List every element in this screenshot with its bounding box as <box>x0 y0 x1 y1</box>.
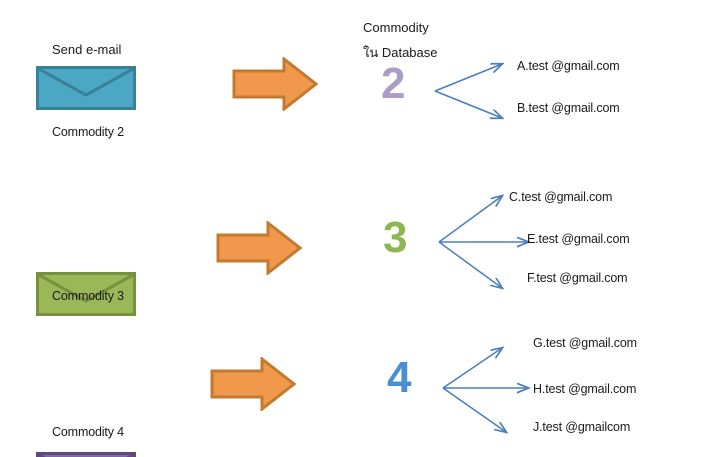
email-row-1-1: E.test @gmail.com <box>527 232 630 246</box>
fan-arrows-row-1 <box>436 190 546 300</box>
right-arrow-icon <box>210 355 297 413</box>
count-number-row-1: 3 <box>383 213 408 262</box>
commodity-database-header-line2: ใน Database <box>363 45 438 60</box>
envelope-label-row-2: Commodity 4 <box>52 425 124 439</box>
envelope-icon-row-0 <box>36 66 136 110</box>
fan-arrows-row-0 <box>432 58 512 129</box>
count-number-row-2: 4 <box>387 353 412 402</box>
envelope-flap-svg <box>39 275 133 303</box>
envelope-flap-row-1 <box>39 275 133 313</box>
envelope-icon-row-2 <box>36 452 136 457</box>
envelope-label-row-1: Commodity 3 <box>52 289 124 303</box>
email-row-0-1: B.test @gmail.com <box>517 101 620 115</box>
process-arrow-row-1 <box>216 219 303 280</box>
process-arrow-row-0 <box>232 55 319 116</box>
envelope-flap-svg <box>39 69 133 97</box>
fan-arrows-row-2 <box>440 342 550 442</box>
process-arrow-row-2 <box>210 355 297 416</box>
fan-arrows-svg <box>438 190 546 295</box>
email-row-2-1: H.test @gmail.com <box>533 382 637 396</box>
envelope-label-row-0: Commodity 2 <box>52 125 124 139</box>
email-row-1-0: C.test @gmail.com <box>509 190 613 204</box>
count-number-row-0: 2 <box>381 59 406 108</box>
email-row-2-0: G.test @gmail.com <box>533 336 637 350</box>
right-arrow-icon <box>216 219 303 277</box>
send-email-header: Send e-mail <box>52 42 122 57</box>
envelope-flap-row-0 <box>39 69 133 107</box>
fan-arrows-svg <box>442 342 550 437</box>
envelope-icon-row-1 <box>36 272 136 316</box>
commodity-database-header-line1: Commodity <box>363 20 429 35</box>
fan-arrows-svg <box>434 58 512 124</box>
email-row-0-0: A.test @gmail.com <box>517 59 620 73</box>
right-arrow-icon <box>232 55 319 113</box>
email-row-2-2: J.test @gmailcom <box>533 420 631 434</box>
email-row-1-2: F.test @gmail.com <box>527 271 628 285</box>
